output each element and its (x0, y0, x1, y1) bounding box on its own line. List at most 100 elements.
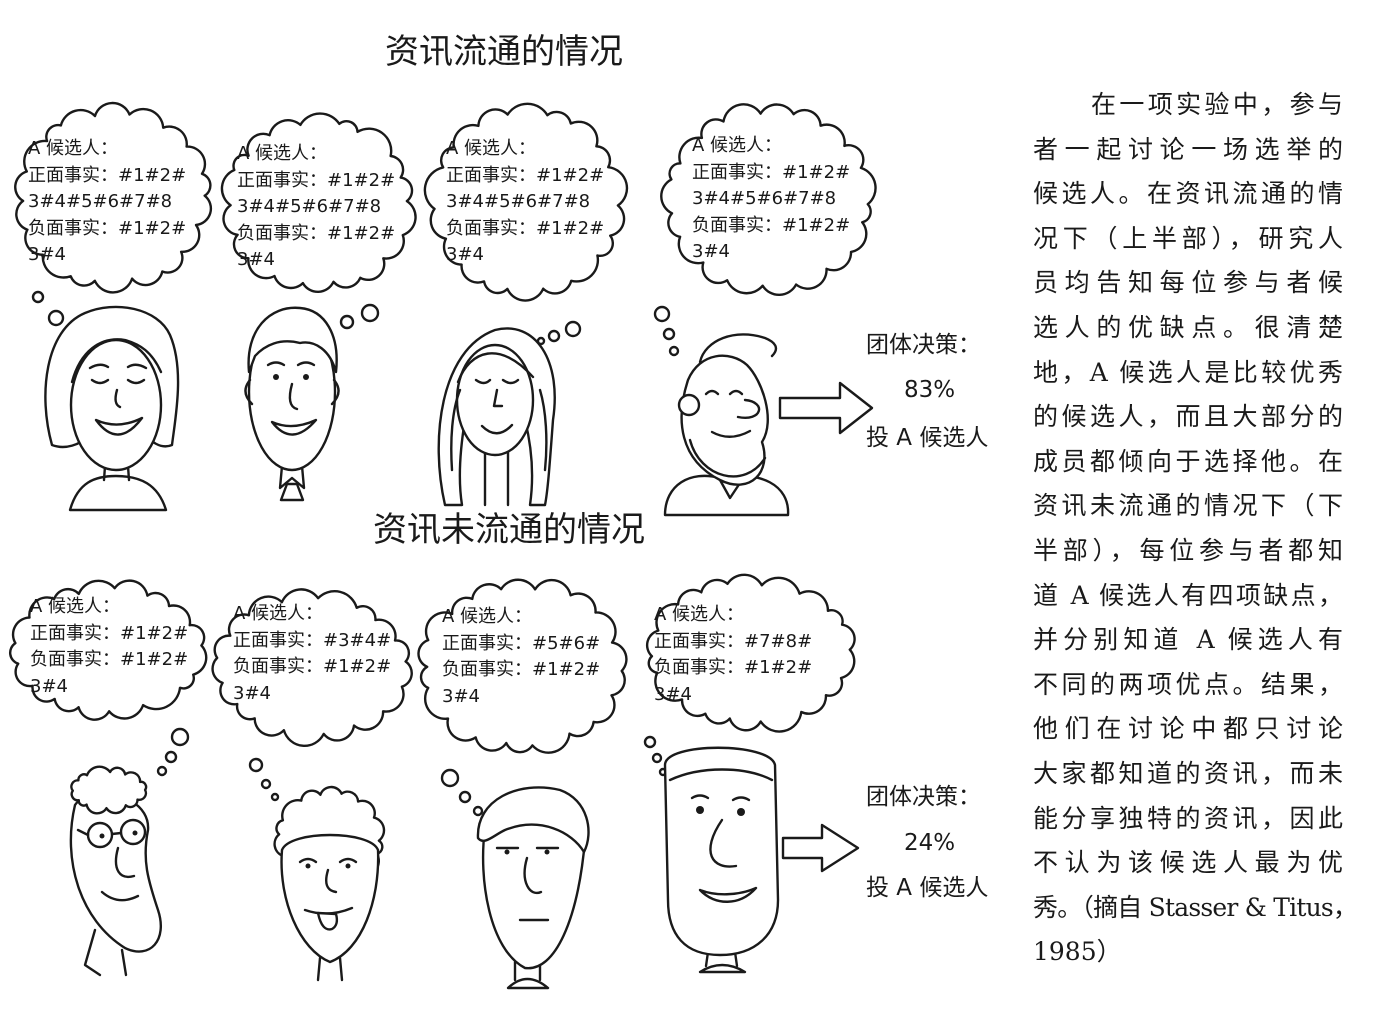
thought-trail-dot (662, 327, 676, 341)
group-decision-percent: 83% (904, 377, 956, 403)
neck-arm (83, 928, 128, 977)
collar (718, 478, 744, 500)
thought-trail-dot (653, 305, 671, 323)
nose (114, 846, 136, 879)
thought-bubble (14, 101, 213, 294)
panel-title-info-shared: 资讯流通的情况 (385, 32, 623, 72)
fact-line: 3#4#5#6#7#8 (446, 191, 591, 212)
thought-trail-dot (547, 329, 561, 343)
nose (492, 388, 504, 408)
eye (132, 830, 138, 836)
fact-line: 负面事实：#1#2# (446, 217, 605, 239)
arrow-right-icon (781, 823, 860, 873)
candidate-label: A 候选人： (692, 135, 783, 156)
eye (273, 374, 279, 380)
mouth (100, 890, 140, 902)
face (280, 833, 380, 964)
caption-line: 资讯未流通的情况下（下 (1033, 491, 1343, 521)
eye (544, 849, 550, 855)
fact-line: 3#4 (442, 685, 480, 707)
bangs (70, 338, 163, 384)
candidate-label: A 候选人： (30, 596, 121, 617)
thought-bubble-text: A 候选人： 正面事实：#1#2# 3#4#5#6#7#8 负面事实：#1#2#… (237, 141, 395, 274)
thought-bubble (220, 112, 417, 293)
fact-line: 3#4#5#6#7#8 (692, 188, 837, 209)
group-decision-vote: 投 A 候选人 (866, 875, 989, 901)
smile (710, 429, 752, 438)
fact-line: 3#4 (233, 682, 271, 704)
shoulders (68, 474, 168, 512)
person-woman-bob (44, 305, 180, 512)
eyes (298, 857, 358, 864)
thought-trail-dot (156, 765, 168, 777)
eyebrows (690, 794, 751, 802)
fact-line: 3#4 (237, 249, 275, 270)
caption-line: 者一起讨论一场选举的 (1033, 134, 1343, 164)
thought-bubble-text: A 候选人： 正面事实：#3#4# 负面事实：#1#2# 3#4 (233, 601, 391, 707)
fact-line: 3#4 (30, 675, 68, 697)
group-decision-label: 团体决策： (866, 784, 981, 810)
thought-bubble (660, 103, 877, 297)
thought-trail-dot (164, 750, 178, 764)
thought-trail-dot (31, 290, 45, 304)
candidate-label: A 候选人： (28, 138, 119, 159)
thought-bubble (645, 573, 856, 733)
hair-tuft (698, 333, 778, 364)
thought-bubble-text: A 候选人： 正面事实：#1#2# 3#4#5#6#7#8 负面事实：#1#2#… (446, 136, 604, 269)
thought-trail-dot (270, 792, 280, 802)
closed-eyes (704, 389, 744, 396)
smile (698, 886, 758, 903)
eye (737, 808, 745, 816)
hairline (668, 768, 774, 782)
thought-bubble-text: A 候选人： 正面事实：#1#2# 负面事实：#1#2# 3#4 (30, 594, 188, 700)
thought-trail-dot (472, 805, 484, 817)
caption-line: 不认为该候选人最为优 (1033, 848, 1343, 878)
thought-trail-dot (47, 309, 65, 327)
head (680, 354, 769, 486)
fact-line: 正面事实：#1#2# (237, 169, 396, 191)
closed-eyes (90, 378, 146, 385)
ear (244, 378, 340, 406)
group-decision-vote: 投 A 候选人 (866, 425, 989, 451)
thought-trail-dot (668, 345, 680, 357)
tongue (316, 911, 339, 931)
thought-bubble-text: A 候选人： 正面事实：#1#2# 3#4#5#6#7#8 负面事实：#1#2#… (28, 136, 186, 269)
tie (279, 482, 305, 502)
fact-line: 负面事实：#1#2# (442, 659, 601, 680)
nose (523, 856, 543, 895)
fact-line: 正面事实：#5#6# (442, 632, 601, 654)
candidate-label: A 候选人： (442, 606, 533, 627)
caption-line: 半部），每位参与者都知 (1033, 535, 1343, 565)
fact-line: 正面事实：#3#4# (233, 629, 392, 651)
head (663, 746, 780, 957)
fact-line: 正面事实：#1#2# (28, 164, 187, 186)
nose (325, 868, 338, 894)
fact-line: 3#4#5#6#7#8 (237, 196, 382, 217)
thought-trail-dot (248, 757, 264, 773)
caption-line: 况下（上半部），研究人 (1033, 223, 1343, 253)
panel-title-info-unshared: 资讯未流通的情况 (373, 510, 645, 550)
thought-bubble (417, 578, 628, 754)
nose (709, 818, 738, 868)
caption-line-year: 1985） (1033, 937, 1122, 967)
fact-line: 正面事实：#7#8# (654, 630, 813, 652)
caption-line: 在一项实验中，参与 (1091, 90, 1343, 119)
smile (480, 423, 514, 435)
caption-line: 成员都倾向于选择他。在 (1033, 446, 1343, 476)
caption-line-citation: 秀。（摘自 Stasser & Titus， (1033, 892, 1358, 922)
cartoon-illustration (9, 101, 877, 990)
thought-trail-dot (651, 752, 663, 764)
neck (316, 956, 344, 982)
nose (114, 388, 122, 409)
smile (94, 416, 144, 436)
top-thought-bubbles (14, 101, 877, 357)
caption-line: 候选人。在资讯流通的情 (1033, 179, 1343, 209)
eyebrows (266, 361, 316, 367)
group-decision-percent: 24% (904, 830, 956, 856)
thought-trail-dot (458, 790, 472, 804)
thought-bubble-text: A 候选人： 正面事实：#5#6# 负面事实：#1#2# 3#4 (442, 604, 600, 710)
person-curly-glasses (69, 765, 163, 977)
fact-line: 3#4#5#6#7#8 (28, 191, 173, 212)
figure-caption: 在一项实验中，参与 者一起讨论一场选举的 候选人。在资讯流通的情 况下（上半部）… (1033, 83, 1358, 975)
